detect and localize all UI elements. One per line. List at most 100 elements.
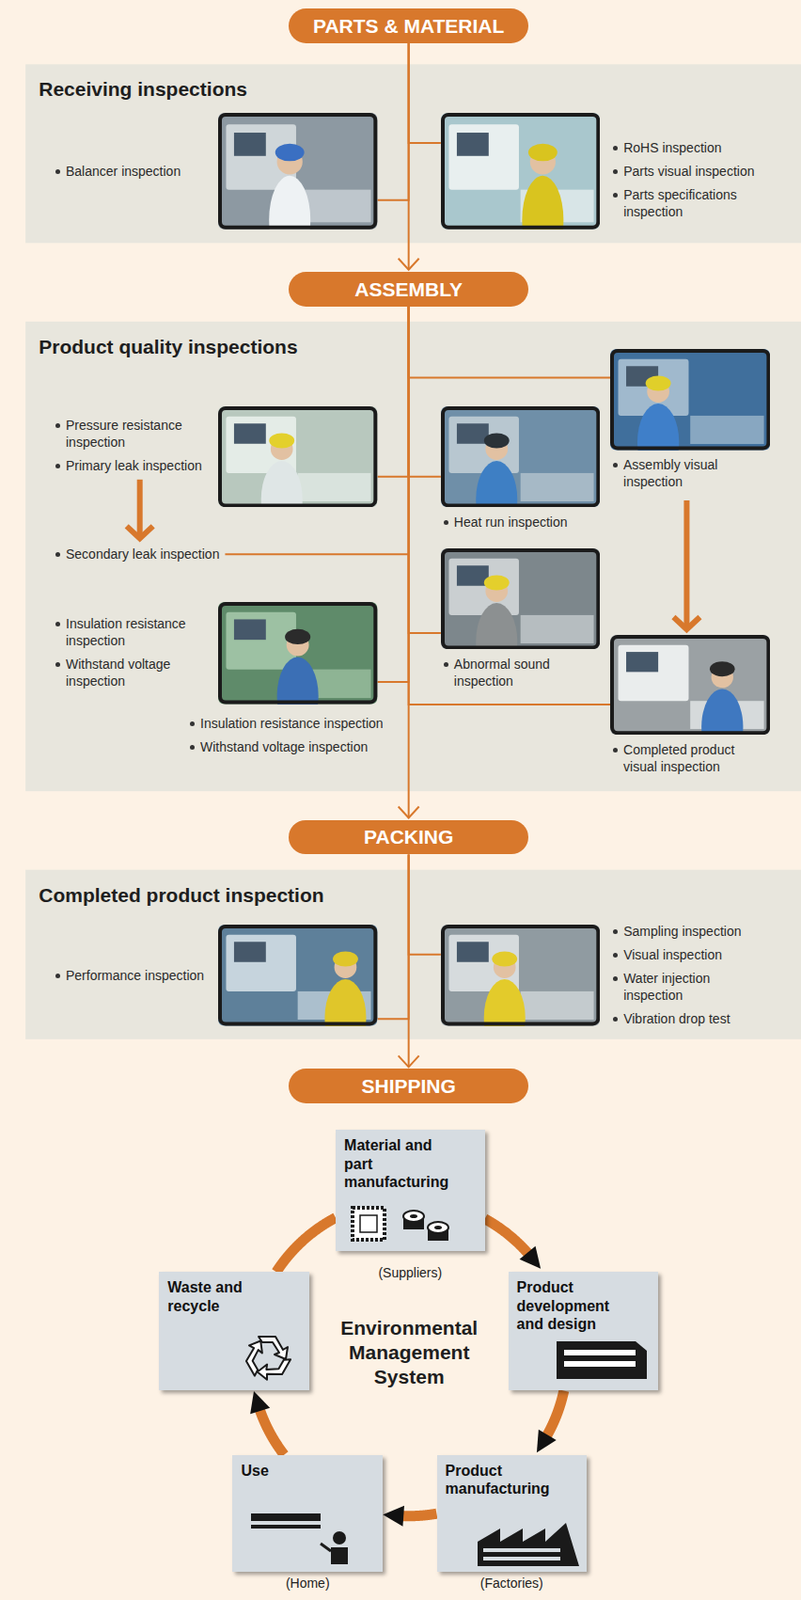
lifecycle-box: Product development and design — [508, 1271, 660, 1390]
machine-screen — [456, 565, 489, 585]
lifecycle-box: Product manufacturing(Factories) — [437, 1454, 588, 1572]
nut-hole — [409, 1213, 418, 1218]
machine-screen — [234, 942, 267, 962]
photo-ground — [440, 548, 600, 649]
inspection-item: Primary leak inspection — [65, 456, 211, 474]
inspection-item: Sampling inspection — [623, 922, 762, 940]
bullet-row: Sampling inspection — [611, 922, 762, 940]
bullet-row: Balancer inspection — [53, 162, 211, 180]
lifecycle-box: Use(Home) — [232, 1454, 383, 1572]
photo-frame: Heat run inspection — [440, 406, 600, 507]
inspection-item: Parts specifications inspection — [623, 186, 762, 220]
factory-symbol — [477, 1522, 580, 1566]
worker-body — [475, 602, 518, 649]
factory-line — [483, 1547, 561, 1552]
band-heading: Product quality inspections — [38, 334, 298, 359]
inspection-photo — [610, 634, 770, 735]
worker-cap — [332, 951, 359, 967]
inspection-item: Assembly visual inspection — [623, 455, 743, 490]
bullet-dot — [612, 192, 618, 198]
chip-outline — [352, 1207, 385, 1240]
inspection-item: Abnormal sound inspection — [454, 655, 574, 690]
bullet-row: Water injection inspection — [611, 969, 762, 1004]
bullet-dot — [443, 661, 449, 667]
nut-top — [427, 1221, 449, 1233]
nut-symbol — [427, 1221, 449, 1241]
bullet-list: Insulation resistance inspectionWithstan… — [53, 614, 211, 690]
machine — [226, 612, 297, 670]
bullet-dot — [55, 621, 61, 627]
cycle-arrow — [544, 1389, 565, 1439]
inspection-photo — [218, 601, 377, 705]
bullet-dot — [443, 519, 449, 525]
machine-screen — [456, 942, 489, 962]
flow-line — [408, 853, 441, 954]
box-heading: Product manufacturing — [437, 1454, 562, 1497]
bullet-dot — [612, 145, 618, 151]
worker-body — [521, 175, 564, 230]
step-label: PARTS & MATERIAL — [313, 15, 504, 36]
bullet-dot — [189, 744, 195, 750]
worker-body — [637, 403, 679, 450]
inspection-photo — [218, 406, 377, 507]
bullet-row: Abnormal sound inspection — [441, 655, 574, 690]
bullet-row: Insulation resistance inspection — [188, 714, 400, 732]
step-pill: ASSEMBLY — [288, 271, 529, 307]
photo-frame: Performance inspection — [218, 924, 377, 1025]
bullet-dot — [612, 928, 618, 934]
worker-cap — [484, 574, 510, 590]
photo-frame: Completed product visual inspection — [610, 634, 770, 735]
heading-wrap: Completed product inspection — [38, 882, 324, 907]
photo-frame: Pressure resistance inspectionPrimary le… — [218, 406, 377, 507]
photo-ground — [440, 406, 600, 507]
bullet-row: Parts visual inspection — [611, 162, 762, 180]
worker-cap — [275, 143, 305, 162]
band-heading: Receiving inspections — [38, 77, 248, 101]
bench — [298, 472, 372, 502]
inspection-item: Withstand voltage inspection — [65, 655, 211, 690]
bullet-dot — [612, 462, 618, 468]
factory-line — [483, 1555, 561, 1560]
nut-top — [403, 1209, 425, 1222]
bullet-row: Performance inspection — [53, 966, 211, 984]
flow-line — [408, 43, 410, 270]
person-arm — [320, 1542, 331, 1551]
inspection-photo — [440, 924, 600, 1025]
step-pill: PACKING — [288, 819, 529, 855]
inspection-photo — [440, 112, 600, 230]
nut-symbol — [403, 1209, 425, 1229]
bullet-row: Withstand voltage inspection — [53, 655, 211, 690]
worker-body — [268, 175, 311, 230]
bullet-row: Assembly visual inspection — [611, 455, 743, 490]
recycle-arrow — [258, 1335, 288, 1359]
bullet-dot — [55, 463, 61, 469]
inspection-item: Withstand voltage inspection — [200, 738, 400, 755]
center-title: Environmental Management System — [314, 1315, 503, 1390]
box-heading: Use — [232, 1454, 357, 1479]
inspection-item: RoHS inspection — [623, 139, 762, 157]
bullet-list: Balancer inspection — [53, 162, 211, 180]
step-pill: SHIPPING — [288, 1068, 529, 1103]
step-label: SHIPPING — [361, 1075, 456, 1096]
worker-body — [261, 460, 303, 507]
photo-border — [612, 636, 769, 733]
flow-line — [683, 500, 690, 629]
heading-wrap: Product quality inspections — [38, 334, 298, 359]
photo-border — [219, 408, 376, 505]
photo-frame: Insulation resistance inspectionWithstan… — [218, 601, 377, 705]
machine-screen — [626, 651, 659, 672]
label-wrap: Secondary leak inspection — [53, 545, 254, 563]
bullet-dot — [55, 169, 61, 174]
photo-border — [442, 114, 598, 228]
machine-screen — [456, 133, 489, 158]
box-icon — [477, 1518, 580, 1566]
inspection-band: Receiving inspectionsBalancer inspection… — [25, 63, 801, 243]
machine-screen — [234, 619, 267, 641]
inspection-item: Completed product visual inspection — [623, 740, 743, 775]
worker-body — [484, 978, 526, 1025]
bullet-list: Pressure resistance inspectionPrimary le… — [53, 416, 211, 474]
flow-line — [408, 306, 441, 633]
nut-hole — [434, 1225, 442, 1229]
photo-border — [442, 408, 598, 505]
